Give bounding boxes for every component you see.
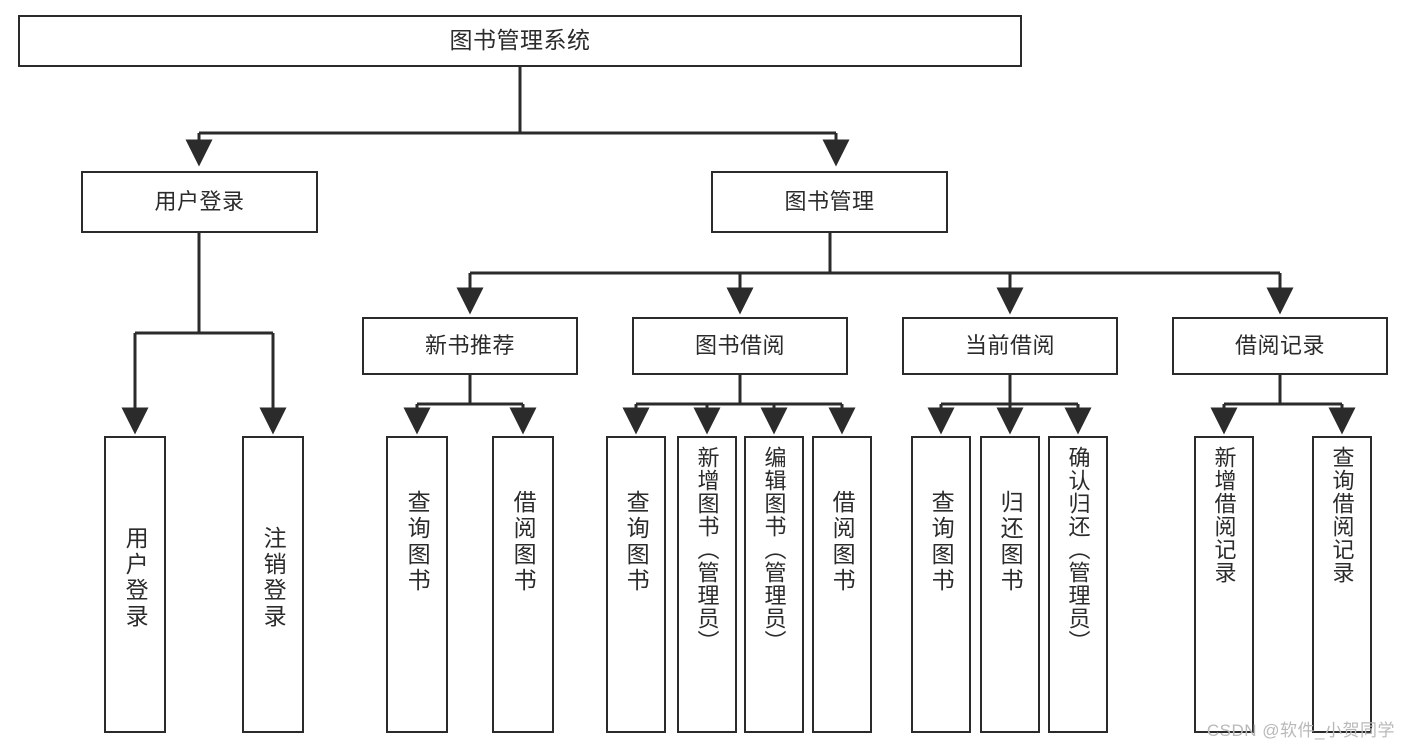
node-label: 借阅图书	[510, 490, 537, 594]
node-user-login[interactable]: 用户登录	[81, 171, 318, 233]
node-label: 新书推荐	[424, 333, 515, 359]
node-label: 图书借阅	[694, 333, 785, 359]
node-label: 查询图书	[928, 490, 955, 594]
node-label: 新增借阅记录	[1211, 446, 1237, 584]
node-label: 图书管理	[784, 189, 875, 215]
leaf-current-borrow-confirm-return[interactable]: 确认归还（管理员）	[1048, 436, 1108, 733]
node-label: 借阅记录	[1234, 333, 1325, 359]
leaf-book-borrow-query[interactable]: 查询图书	[606, 436, 666, 733]
node-label: 查询图书	[623, 490, 650, 594]
leaf-user-login-login[interactable]: 用户登录	[104, 436, 166, 733]
node-book-management[interactable]: 图书管理	[711, 171, 948, 233]
leaf-borrow-record-add[interactable]: 新增借阅记录	[1194, 436, 1254, 733]
node-label: 归还图书	[997, 490, 1024, 594]
node-label: 编辑图书（管理员）	[761, 446, 787, 653]
node-label: 新增图书（管理员）	[694, 446, 720, 653]
leaf-user-login-logout[interactable]: 注销登录	[242, 436, 304, 733]
node-new-book-recommend[interactable]: 新书推荐	[362, 317, 578, 375]
node-label: 借阅图书	[829, 490, 856, 594]
node-root-system[interactable]: 图书管理系统	[18, 15, 1022, 67]
node-label: 确认归还（管理员）	[1065, 446, 1091, 653]
watermark-text: CSDN @软件_小贺同学	[1206, 721, 1395, 740]
node-label: 图书管理系统	[449, 27, 591, 54]
leaf-borrow-record-query[interactable]: 查询借阅记录	[1312, 436, 1372, 733]
leaf-book-borrow-add[interactable]: 新增图书（管理员）	[677, 436, 737, 733]
node-label: 用户登录	[122, 526, 149, 630]
node-borrow-record[interactable]: 借阅记录	[1172, 317, 1388, 375]
leaf-current-borrow-return[interactable]: 归还图书	[980, 436, 1040, 733]
node-label: 查询图书	[404, 490, 431, 594]
node-label: 注销登录	[260, 526, 287, 630]
leaf-current-borrow-query[interactable]: 查询图书	[911, 436, 971, 733]
node-label: 查询借阅记录	[1329, 446, 1355, 584]
node-label: 当前借阅	[964, 333, 1055, 359]
leaf-new-book-query[interactable]: 查询图书	[386, 436, 448, 733]
leaf-book-borrow-edit[interactable]: 编辑图书（管理员）	[744, 436, 804, 733]
node-current-borrow[interactable]: 当前借阅	[902, 317, 1118, 375]
leaf-book-borrow-borrow[interactable]: 借阅图书	[812, 436, 872, 733]
node-book-borrow[interactable]: 图书借阅	[632, 317, 848, 375]
node-label: 用户登录	[154, 189, 245, 215]
leaf-new-book-borrow[interactable]: 借阅图书	[492, 436, 554, 733]
